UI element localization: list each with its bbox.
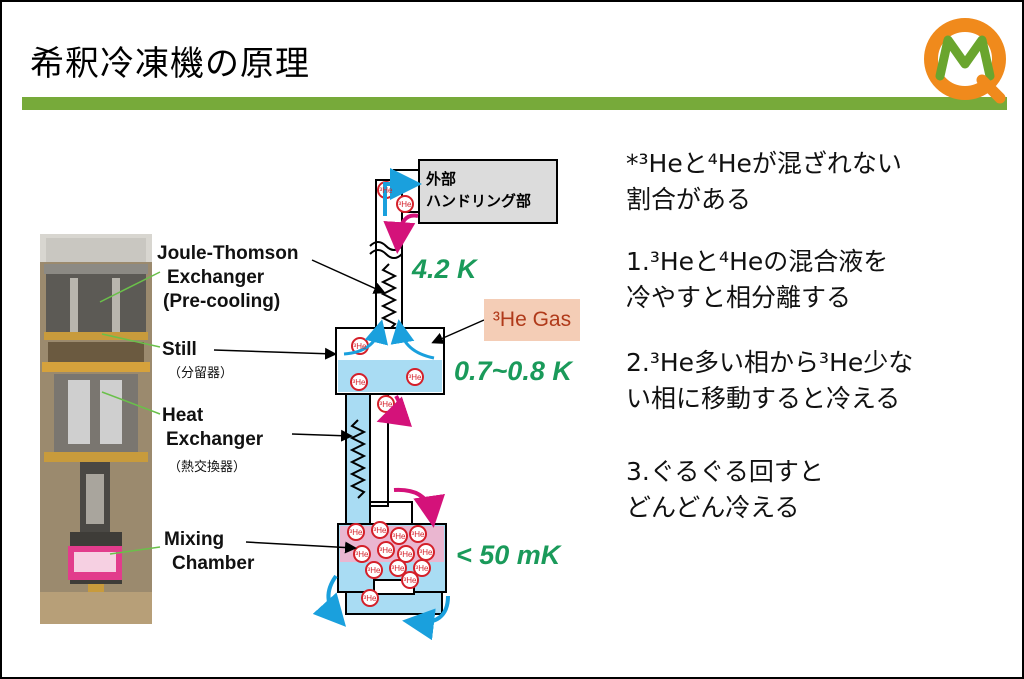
- he3-atom-label: ³He: [380, 546, 393, 555]
- title-underline-bar: [22, 97, 1007, 110]
- still-evap-arrow-left: [343, 319, 388, 356]
- joule-thomson-label: Joule-Thomson Exchanger (Pre-cooling): [157, 243, 299, 312]
- handling-label: 外部 ハンドリング部: [426, 170, 532, 210]
- he3-gas-label: ³He Gas: [484, 299, 580, 341]
- note-1: 1.³Heと⁴Heの混合液を冷やすと相分離する: [626, 247, 889, 312]
- note-0: *³Heと⁴Heが混ざれない割合がある: [626, 149, 902, 214]
- magenta-arrow-in: [383, 213, 419, 254]
- he3-atom-label: ³He: [353, 378, 366, 387]
- he3-atom-label: ³He: [400, 550, 413, 559]
- magenta-arrow-down: [376, 394, 413, 427]
- blue-arrow-left: [312, 574, 347, 627]
- blue-arrow-out: [383, 168, 422, 216]
- he3-atom-label: ³He: [404, 576, 417, 585]
- still-evap-arrow-right: [390, 319, 435, 360]
- he3-atom-label: ³He: [412, 530, 425, 539]
- heat-exchanger-coil: [349, 419, 367, 499]
- he3-atom-label: ³He: [409, 373, 422, 382]
- he3-atom-label: ³He: [380, 400, 393, 409]
- page-title: 希釈冷凍機の原理: [30, 44, 310, 84]
- magenta-arrow-mixing: [393, 487, 445, 528]
- he3-atom-label: ³He: [354, 342, 367, 351]
- handling-box: [418, 159, 558, 224]
- om-logo: [924, 18, 1006, 104]
- mixing-leader: [245, 541, 357, 554]
- he3-atom-label: ³He: [374, 526, 387, 535]
- he3-atom-label: ³He: [399, 200, 412, 209]
- jt-coil: [380, 263, 398, 331]
- blue-arrow-right: [402, 595, 450, 641]
- refrigerator-photo: [40, 234, 152, 624]
- he3-atom-label: ³He: [416, 564, 429, 573]
- jt-leader: [311, 259, 386, 294]
- he3-atom-label: ³He: [380, 186, 393, 195]
- temp-mixing: < 50 mK: [456, 540, 561, 570]
- he3-atom-label: ³He: [392, 564, 405, 573]
- he3-atom-label: ³He: [356, 550, 369, 559]
- still-sub-label: （分留器）: [168, 366, 234, 381]
- still-leader: [213, 347, 337, 360]
- he3-atom-label: ³He: [393, 532, 406, 541]
- temp-4k: 4.2 K: [412, 254, 477, 284]
- he3-atom-label: ³He: [350, 528, 363, 537]
- heat-exchanger-sub-label: （熱交換器）: [168, 460, 247, 475]
- heat-exchanger-label: Heat Exchanger: [162, 405, 264, 450]
- he3-atom-label: ³He: [420, 548, 433, 557]
- temp-still: 0.7~0.8 K: [454, 356, 572, 386]
- mixing-chamber-label: Mixing Chamber: [164, 529, 255, 574]
- heat-exchanger-leader: [291, 429, 353, 442]
- note-2: 2.³He多い相から³He少ない相に移動すると冷える: [626, 348, 914, 413]
- still-label: Still: [162, 339, 197, 360]
- he3-atom-label: ³He: [368, 566, 381, 575]
- he3-atom-label: ³He: [364, 594, 377, 603]
- gas-leader: [431, 319, 485, 344]
- note-3: 3.ぐるぐる回すとどんどん冷える: [626, 457, 824, 522]
